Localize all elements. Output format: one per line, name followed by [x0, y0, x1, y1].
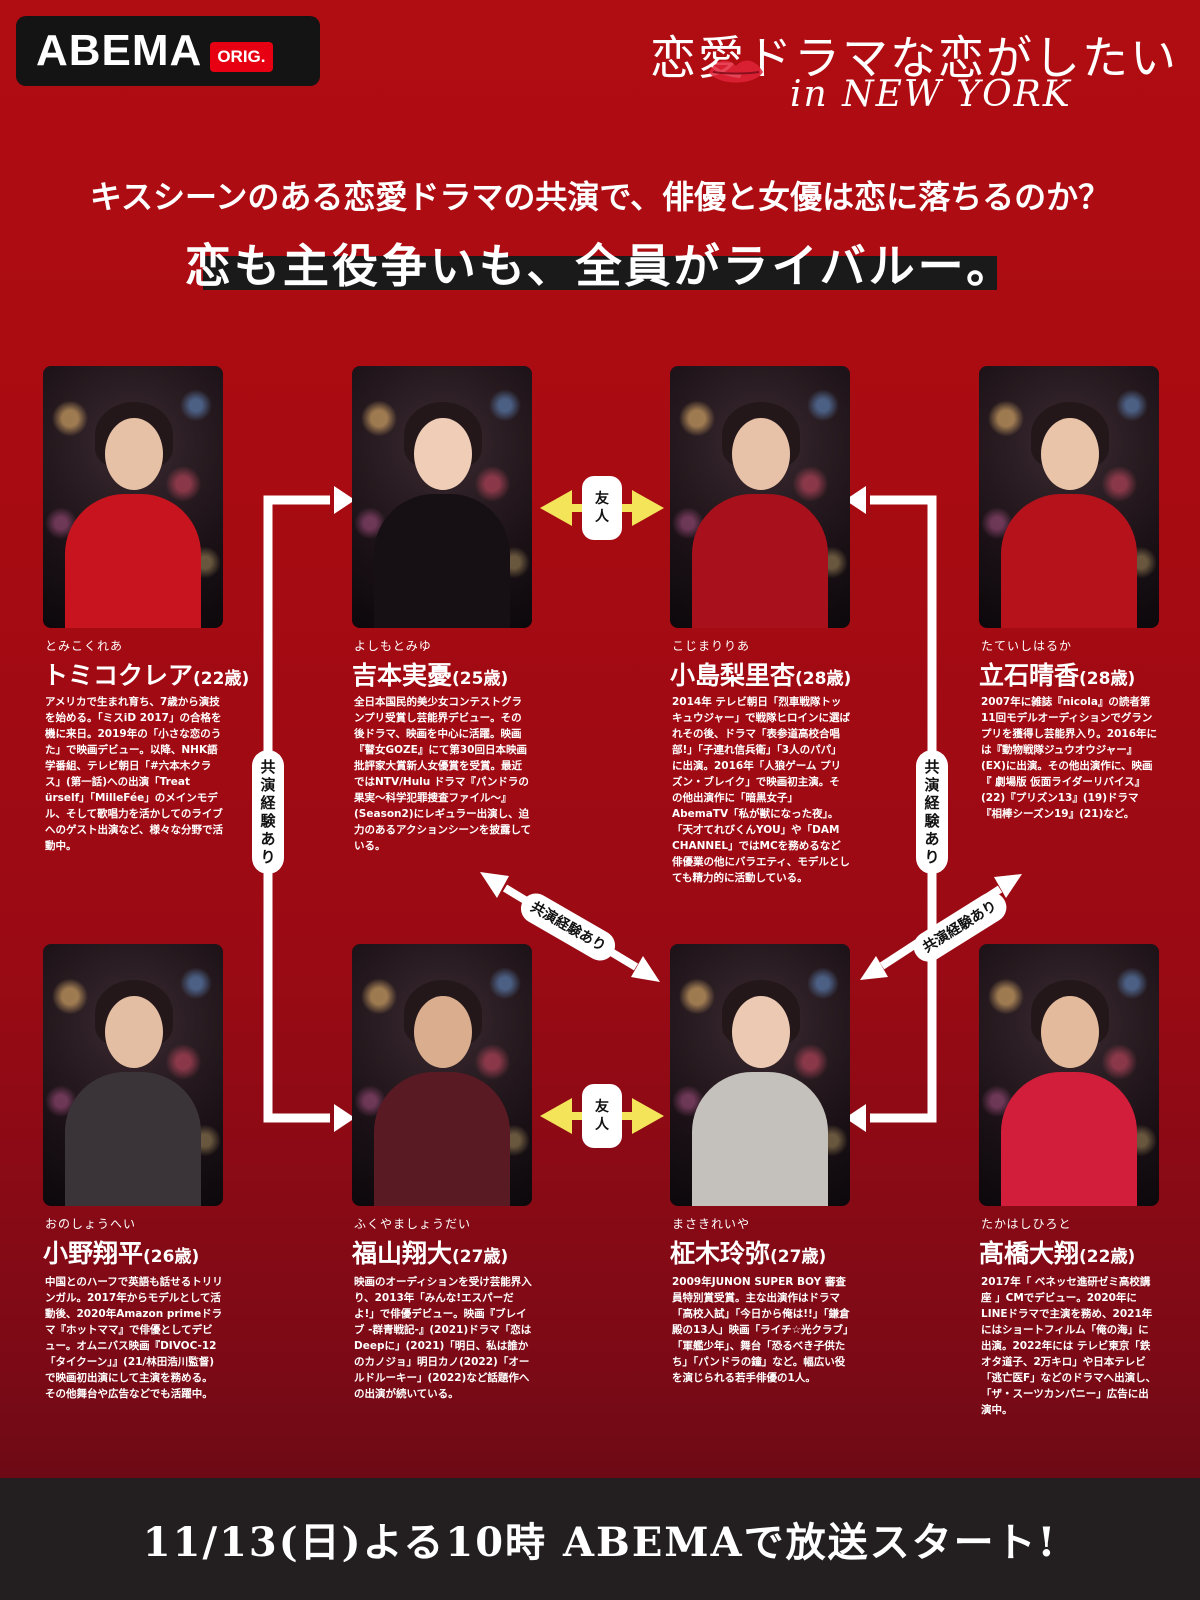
friend-label-bottom: 友人: [582, 1084, 622, 1148]
cast-name: 小野翔平(26歳): [43, 1239, 200, 1268]
lips-icon: [709, 60, 763, 83]
cast-photo-fukuyama-shodai[interactable]: [352, 944, 532, 1206]
cast-kana: たかはしひろと: [981, 1217, 1072, 1231]
cast-photo-yoshimoto-miyu[interactable]: [352, 366, 532, 628]
cast-bio: 2009年JUNON SUPER BOY 審査員特別賞受賞。主な出演作はドラマ「…: [672, 1276, 850, 1384]
cast-kana: よしもとみゆ: [354, 639, 432, 653]
cast-photo-masaki-reiya[interactable]: [670, 944, 850, 1206]
cast-name: 髙橋大翔(22歳): [979, 1239, 1136, 1268]
cast-photo-tomiko-clair[interactable]: [43, 366, 223, 628]
abema-logo[interactable]: ABEMA ORIG.: [16, 16, 320, 86]
cast-kana: おのしょうへい: [45, 1217, 137, 1231]
cast-name: 小島梨里杏(28歳): [670, 661, 852, 690]
cast-bio: 中国とのハーフで英語も話せるトリリンガル。2017年からモデルとして活動後、20…: [45, 1276, 223, 1400]
cast-name: 柾木玲弥(27歳): [670, 1239, 827, 1268]
co-star-label-left: 共演経験あり: [252, 750, 284, 874]
cast-photo-kojima-riria[interactable]: [670, 366, 850, 628]
co-star-label-right: 共演経験あり: [916, 750, 948, 874]
catchphrase-underline: [203, 256, 997, 290]
cast-name: 吉本実憂(25歳): [352, 661, 509, 690]
show-subtitle: in NEW YORK: [790, 74, 1072, 115]
cast-bio: 2014年 テレビ朝日「烈車戦隊トッキュウジャー」で戦隊ヒロインに選ばれその後、…: [672, 696, 850, 884]
cast-photo-takahashi-hiroto[interactable]: [979, 944, 1159, 1206]
cast-name: 立石晴香(28歳): [979, 661, 1136, 690]
logo-badge: ORIG.: [210, 42, 273, 72]
cast-name: 福山翔大(27歳): [352, 1239, 509, 1268]
cast-bio: 2007年に雑誌『nicola』の読者第11回モデルオーディションでグランプリを…: [981, 696, 1158, 820]
broadcast-banner: 11/13(日)よる10時 ABEMAで放送スタート!: [0, 1478, 1200, 1600]
cast-kana: まさきれいや: [672, 1217, 751, 1231]
cast-bio: 2017年「 ベネッセ進研ゼミ高校講座 」CMでデビュー。2020年にLINEド…: [981, 1276, 1157, 1416]
cast-bio: 全日本国民的美少女コンテストグランプリ受賞し芸能界デビュー。その後ドラマ、映画を…: [354, 696, 532, 852]
broadcast-date: 11/13(日)よる10時 ABEMAで放送スタート!: [142, 1519, 1058, 1566]
cast-kana: ふくやましょうだい: [354, 1217, 472, 1231]
cast-bio: アメリカで生まれ育ち、7歳から演技を始める。「ミスiD 2017」の合格を機に来…: [45, 696, 223, 852]
cast-kana: こじまりりあ: [672, 639, 751, 653]
cast-kana: たていしはるか: [981, 639, 1073, 653]
tagline: キスシーンのある恋愛ドラマの共演で、俳優と女優は恋に落ちるのか？: [89, 178, 1111, 216]
cast-kana: とみこくれあ: [45, 639, 124, 653]
cast-bio: 映画のオーディションを受け芸能界入り、2013年「みんな!エスパーだよ!」で俳優…: [354, 1276, 532, 1400]
catchphrase: 恋も主役争いも、全員がライバルー。: [184, 239, 1016, 293]
cast-photo-tateishi-haruka[interactable]: [979, 366, 1159, 628]
friend-label-top: 友人: [582, 476, 622, 540]
logo-wordmark: ABEMA: [36, 26, 203, 75]
cast-photo-ono-shohei[interactable]: [43, 944, 223, 1206]
cast-name: トミコクレア(22歳): [43, 661, 250, 690]
